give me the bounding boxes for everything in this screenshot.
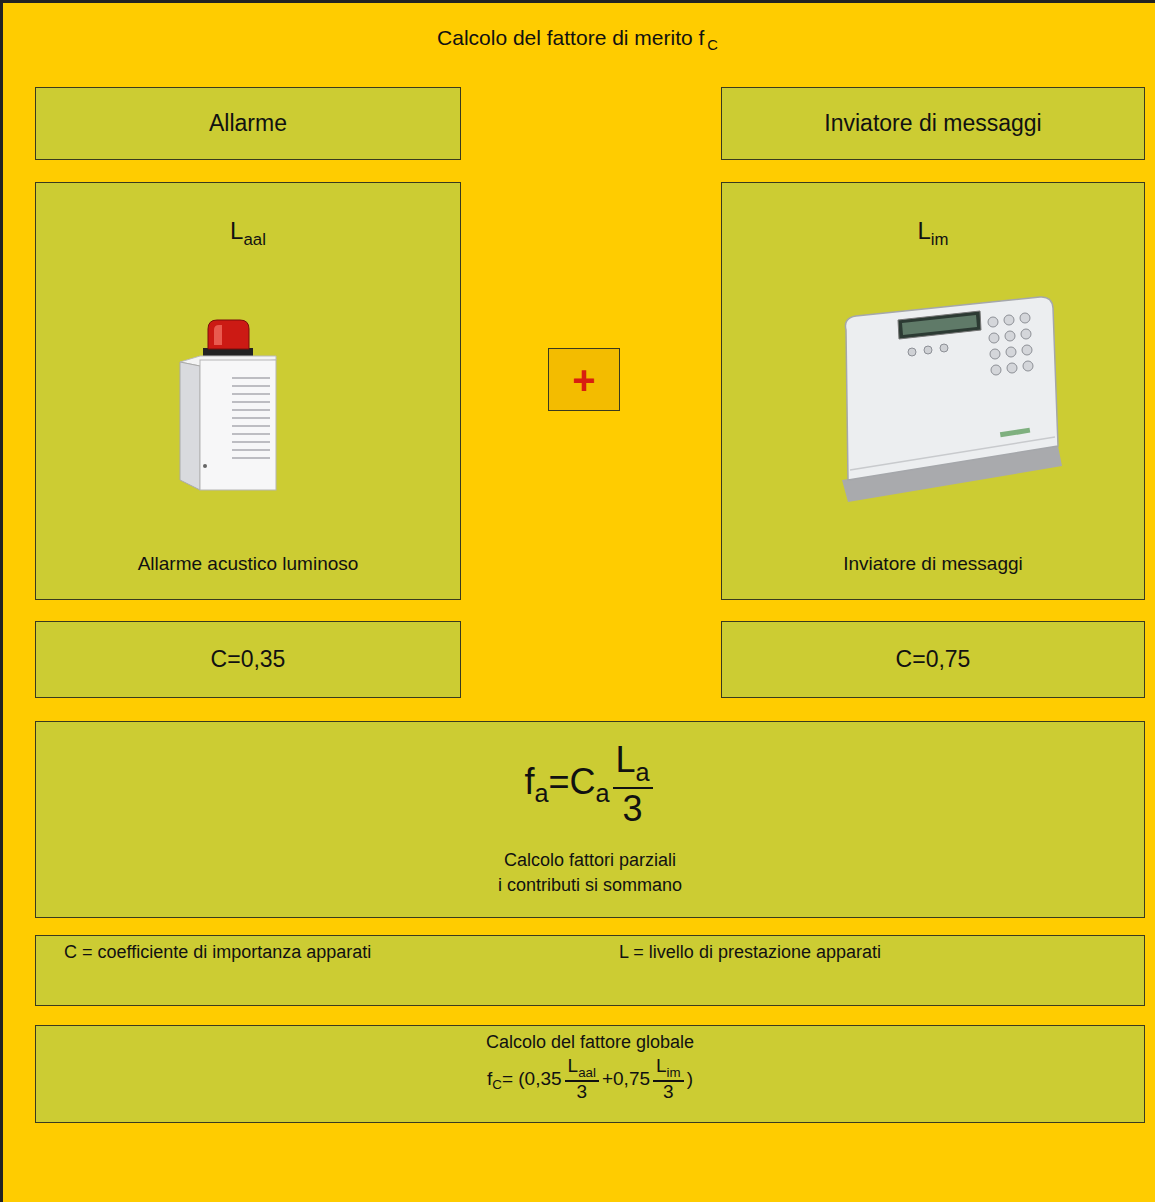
subscript: aal: [243, 230, 265, 249]
formula-heading: Calcolo del fattore globale: [36, 1032, 1144, 1054]
definition-text: L = livello di prestazione apparati: [619, 942, 881, 964]
panel-box: LaalAllarme acustico luminoso: [35, 182, 461, 600]
formula-text: Inviatore di messaggi: [843, 553, 1023, 574]
formula-text: 3: [663, 1081, 674, 1102]
formula-text: +: [572, 358, 595, 402]
panel-box: Calcolo del fattore globalefC= (0,35Laal…: [35, 1025, 1145, 1123]
panel-box: +: [548, 348, 620, 411]
panel-heading: Inviatore di messaggi: [722, 110, 1144, 138]
plus-sign: +: [549, 356, 619, 404]
formula-text: C=0,35: [211, 646, 286, 672]
level-symbol: Laal: [36, 217, 460, 250]
formula-text: L: [230, 217, 243, 244]
partial-formula: fa=CaLa3: [36, 740, 1144, 828]
panel-box: C = coefficiente di importanza apparati L…: [35, 935, 1145, 1006]
message-sender-illustration: [842, 297, 1062, 502]
formula-text: Calcolo del fattore globale: [486, 1032, 694, 1052]
definition-text: C = coefficiente di importanza apparati: [64, 942, 371, 964]
formula-note: Calcolo fattori parziali: [36, 850, 1144, 872]
denominator: 3: [663, 1082, 674, 1103]
numerator: Laal: [565, 1056, 599, 1082]
formula-text: L: [656, 1055, 667, 1076]
formula-text: Calcolo fattori parziali: [504, 850, 676, 870]
formula-text: 3: [576, 1081, 587, 1102]
title-subscript: C: [707, 37, 718, 53]
formula-text: =C: [548, 761, 595, 802]
formula-text: f: [524, 761, 534, 802]
siren-illustration: [180, 320, 276, 490]
panel-box: fa=CaLa3Calcolo fattori parzialii contri…: [35, 721, 1145, 918]
subscript: C: [492, 1077, 502, 1092]
formula-text: = (0,35: [502, 1068, 562, 1089]
coefficient-value: C=0,35: [36, 646, 460, 674]
title-line: Calcolo del fattore di merito fC: [0, 26, 1155, 53]
formula-text: Allarme: [209, 110, 287, 136]
coefficient-value: C=0,75: [722, 646, 1144, 674]
panel-box: Inviatore di messaggi: [721, 87, 1145, 160]
subscript: im: [667, 1065, 681, 1080]
panel-box: C=0,75: [721, 621, 1145, 698]
panel-box: C=0,35: [35, 621, 461, 698]
subscript: im: [931, 230, 949, 249]
subscript: a: [596, 779, 610, 807]
denominator: 3: [623, 789, 643, 829]
device-caption: Allarme acustico luminoso: [36, 553, 460, 576]
formula-text: C=0,75: [896, 646, 971, 672]
formula-note: i contributi si sommano: [36, 875, 1144, 897]
subscript: a: [534, 779, 548, 807]
panel-heading: Allarme: [36, 110, 460, 138]
denominator: 3: [576, 1082, 587, 1103]
panel-box: Allarme: [35, 87, 461, 160]
formula-text: Allarme acustico luminoso: [138, 553, 359, 574]
fraction: La3: [613, 740, 653, 828]
formula-text: f: [487, 1068, 492, 1089]
formula-text: L: [917, 217, 930, 244]
panel-box: LimInviatore di messaggi: [721, 182, 1145, 600]
fraction: Laal3: [565, 1056, 599, 1103]
fraction: Lim3: [653, 1056, 684, 1103]
formula-text: L: [616, 739, 636, 780]
formula-text: +0,75: [602, 1068, 650, 1089]
formula-text: C = coefficiente di importanza apparati: [64, 942, 371, 962]
formula-text: L = livello di prestazione apparati: [619, 942, 881, 962]
formula-text: L: [568, 1055, 579, 1076]
subscript: a: [636, 758, 650, 786]
level-symbol: Lim: [722, 217, 1144, 250]
subscript: aal: [578, 1065, 596, 1080]
formula-text: 3: [623, 788, 643, 829]
device-caption: Inviatore di messaggi: [722, 553, 1144, 576]
global-formula: fC= (0,35Laal3+0,75Lim3): [36, 1056, 1144, 1103]
formula-text: i contributi si sommano: [498, 875, 682, 895]
formula-text: ): [687, 1068, 693, 1089]
formula-text: Inviatore di messaggi: [824, 110, 1041, 136]
numerator: La: [613, 740, 653, 789]
diagram-title: Calcolo del fattore di merito f: [437, 26, 704, 49]
numerator: Lim: [653, 1056, 684, 1082]
